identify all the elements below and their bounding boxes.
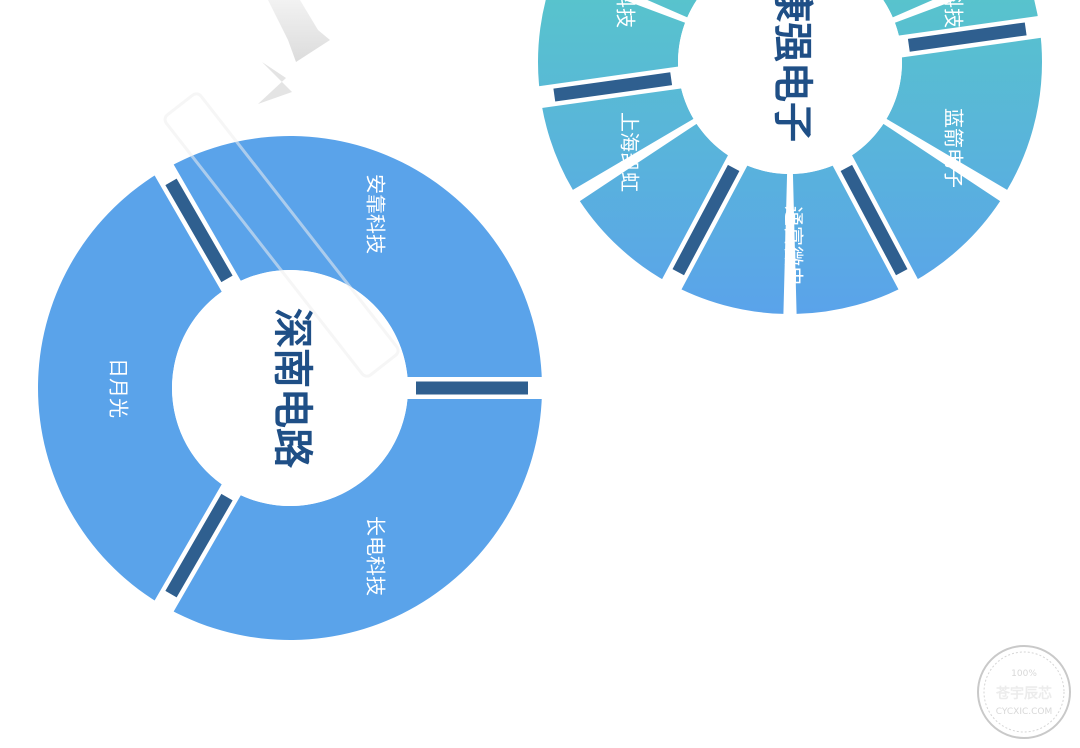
segment-divider: [553, 72, 673, 102]
ring-center-label: 康强电子: [769, 0, 815, 142]
segment-divider: [165, 493, 233, 598]
ring-center-label: 深南电路: [269, 308, 315, 469]
background-watermark: [163, 92, 400, 378]
segment-label: 蓝箭电子: [942, 108, 966, 188]
segment-label: 科技: [614, 0, 638, 28]
segment-label: 上海凯虹: [618, 112, 642, 192]
segment-divider: [907, 22, 1027, 52]
ring-segment-3: [37, 173, 229, 603]
watermark-stamp: 100% 苍宇辰芯 CYCXIC.COM: [977, 645, 1071, 739]
segment-label: 安靠科技: [364, 174, 388, 254]
segment-label: 通富微电: [782, 206, 806, 286]
segment-divider: [672, 164, 740, 276]
ring-segment-1: [169, 136, 542, 385]
segment-divider: [165, 178, 233, 283]
ring-hub: [172, 270, 408, 506]
watermark-site: CYCXIC.COM: [996, 707, 1053, 717]
segment-label: 长电科技: [364, 516, 388, 596]
ring-segment-1: [647, 0, 933, 18]
watermark-brand: 苍宇辰芯: [995, 685, 1052, 702]
ring-hub: [678, 0, 902, 174]
ring-segment-2: [169, 391, 542, 640]
watermark-top: 100%: [1011, 669, 1037, 679]
segment-label: 科技: [942, 0, 966, 28]
decorative-arrow-icon: [258, 0, 330, 104]
segment-label: 日月光: [107, 358, 131, 418]
segment-divider: [840, 164, 908, 276]
